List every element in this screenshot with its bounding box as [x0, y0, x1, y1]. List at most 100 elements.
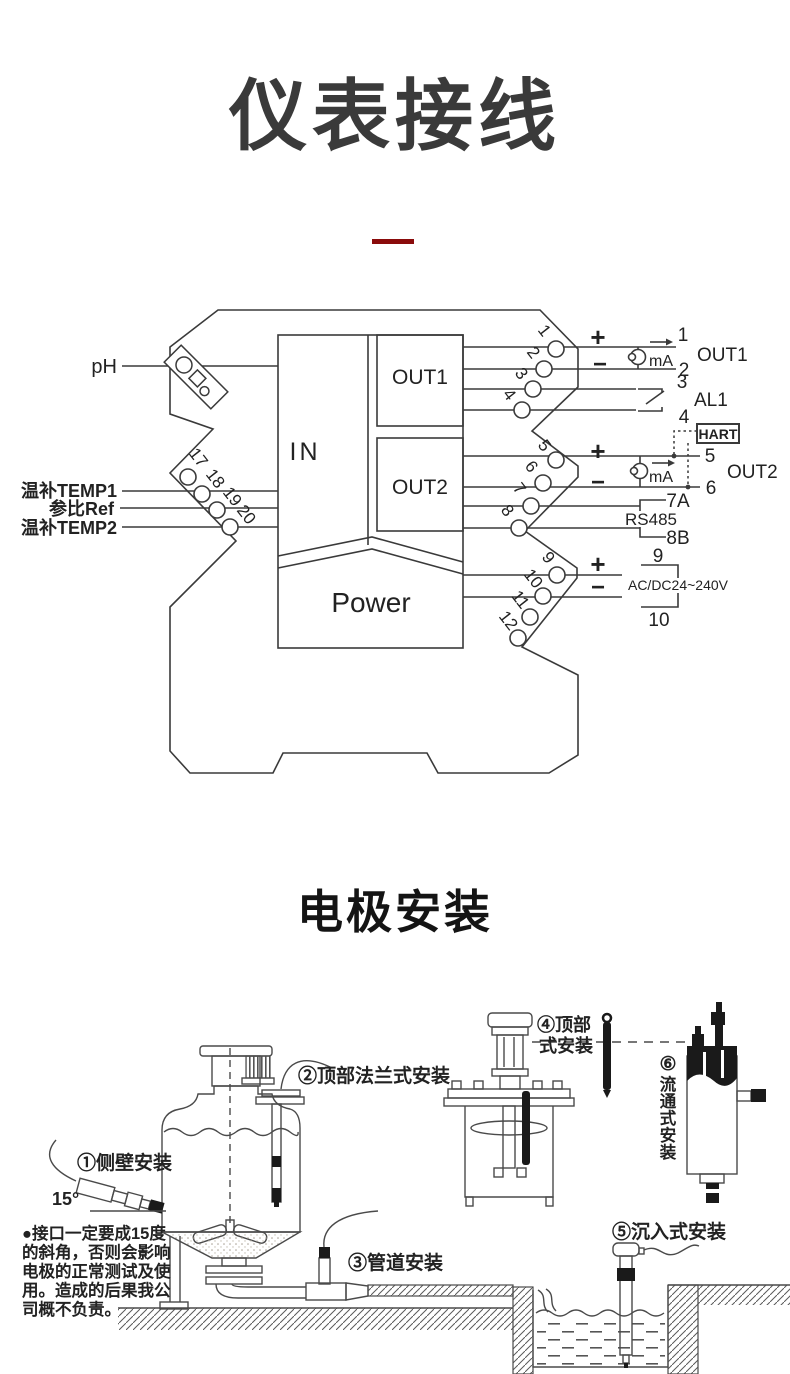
block-in-label: IN	[290, 438, 321, 466]
terminal-18	[193, 485, 211, 503]
power-isolation-upper	[277, 536, 464, 563]
rs485-label: RS485	[625, 510, 677, 529]
terminal-label-5: 5	[534, 436, 555, 455]
caption-top-line2: 式安装	[539, 1035, 593, 1056]
out2-ext-label: OUT2	[727, 462, 778, 483]
ma-label-out2: mA	[649, 469, 673, 486]
leader-line-1	[48, 1139, 77, 1182]
terminal-label-7: 7	[509, 479, 530, 498]
pipe-reducer	[345, 1282, 369, 1301]
pin-3: 3	[677, 372, 688, 393]
terminal-20	[221, 518, 239, 536]
hatched-pipe	[367, 1284, 514, 1297]
transmitter-housing-outline	[168, 309, 579, 774]
power-isolation-lower	[277, 548, 464, 575]
al1-circuit: 3 4 AL1	[638, 372, 728, 428]
caption-flow-char: 安	[660, 1125, 677, 1145]
tank-figure	[48, 1045, 514, 1310]
caption-top-flange: ②顶部法兰式安装	[298, 1064, 450, 1087]
flow-cell-cap	[687, 1046, 737, 1086]
minus-out2: −	[591, 469, 605, 496]
note-line: 的斜角，否则会影响	[22, 1242, 171, 1262]
vessel-electrode	[522, 1091, 530, 1165]
terminal-label-6: 6	[521, 457, 542, 476]
pin-2: 2	[679, 360, 690, 381]
flow-cell-figure	[686, 1002, 766, 1203]
hart-module: HART	[671, 423, 740, 490]
angle-label: 15°	[52, 1189, 79, 1209]
vessel-lid	[443, 1080, 575, 1107]
pin-6: 6	[706, 478, 717, 499]
submersion-electrode	[612, 1242, 700, 1368]
terminal-8	[510, 519, 528, 537]
water-fill	[537, 1317, 665, 1365]
tank-cone	[161, 1231, 303, 1259]
terminal-label-17: 17	[185, 444, 212, 471]
vessel-cap	[487, 1012, 533, 1090]
ma-label-out1: mA	[649, 353, 673, 370]
minus-power: −	[591, 574, 605, 601]
plus-power: +	[590, 549, 605, 579]
note-line: ●接口一定要成15度	[22, 1223, 166, 1243]
side-wall-electrode	[75, 1177, 165, 1214]
stirrer-motor	[199, 1045, 275, 1087]
warning-note: ●接口一定要成15度 的斜角，否则会影响 电极的正常测试及使 用。造成的后果我公…	[22, 1223, 171, 1319]
pin-10: 10	[648, 610, 669, 631]
spare-electrode	[601, 1012, 613, 1098]
terminal-label-8: 8	[497, 501, 518, 520]
caption-pipe: ③管道安装	[348, 1251, 443, 1274]
pin-9: 9	[653, 546, 664, 567]
al1-label: AL1	[694, 390, 728, 411]
caption-flow-char: 装	[660, 1142, 677, 1162]
electrode-cable	[643, 1244, 700, 1256]
pin-4: 4	[679, 407, 690, 428]
pin-5: 5	[705, 446, 716, 467]
terminal-label-2: 2	[523, 343, 544, 362]
cable-connectors	[692, 1002, 725, 1049]
page-title: 仪表接线	[228, 72, 561, 160]
power-voltage-label: AC/DC24~240V	[628, 577, 729, 593]
pipe-elbow	[215, 1283, 306, 1299]
pin-1: 1	[678, 325, 689, 346]
block-out1-label: OUT1	[392, 366, 448, 389]
arrow-icon	[666, 338, 673, 346]
temp2-label: 温补TEMP2	[21, 517, 117, 538]
note-line: 用。造成的后果我公	[22, 1280, 171, 1300]
block-out1	[376, 334, 464, 427]
block-out2-label: OUT2	[392, 476, 448, 499]
temp1-label: 温补TEMP1	[21, 480, 117, 501]
terminal-label-4: 4	[499, 385, 520, 404]
note-line: 司概不负责。	[22, 1299, 121, 1319]
caption-submersion: ⑤沉入式安装	[612, 1220, 726, 1243]
red-divider	[372, 239, 414, 244]
top-flange-electrode	[255, 1089, 305, 1207]
block-power-label: Power	[331, 587, 410, 618]
block-out2	[376, 437, 464, 532]
ref-label: 参比Ref	[49, 498, 115, 519]
terminal-3	[524, 380, 542, 398]
terminal-2	[535, 360, 553, 378]
terminal-6	[534, 474, 552, 492]
tank-foot	[159, 1301, 189, 1310]
terminal-17	[179, 468, 197, 486]
side-port	[736, 1090, 752, 1102]
rs485-circuit: RS485 7A 8B	[625, 491, 690, 549]
caption-flow-char: 式	[660, 1108, 677, 1128]
minus-out1: −	[593, 351, 607, 378]
terminal-12	[509, 629, 527, 647]
terminal-9	[548, 566, 566, 584]
leader-line-2	[280, 1060, 333, 1090]
caption-side-wall: ①侧壁安装	[77, 1151, 172, 1174]
pin-8b: 8B	[666, 528, 689, 549]
water-surface	[535, 1309, 665, 1317]
caption-top-line1: ④顶部	[537, 1014, 591, 1035]
out2-circuit: mA + − 5 6 OUT2	[590, 436, 777, 499]
arrow-icon	[668, 459, 675, 467]
out1-circuit: mA + − 1 2 OUT1	[590, 322, 747, 381]
water-stream	[537, 1288, 557, 1313]
terminal-5	[547, 451, 565, 469]
power-circuit: 9 10 + − AC/DC24~240V	[590, 546, 729, 631]
terminal-label-9: 9	[538, 548, 559, 567]
terminal-10	[534, 587, 552, 605]
